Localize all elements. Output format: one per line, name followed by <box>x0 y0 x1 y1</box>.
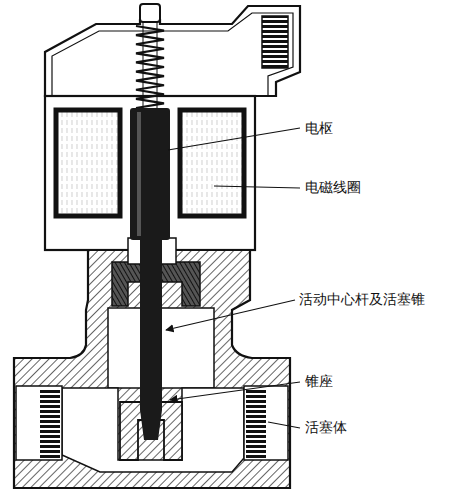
armature-highlight <box>137 112 141 236</box>
armature <box>130 108 170 240</box>
spring-guide <box>143 22 157 110</box>
connector-port <box>262 16 288 68</box>
center-stem-and-piston-cone <box>140 240 162 440</box>
part-label: 锥座 <box>304 373 334 390</box>
leader-line <box>268 422 300 428</box>
spring-coil <box>136 26 164 108</box>
part-label: 电磁线圈 <box>304 179 362 196</box>
coil-left <box>56 110 120 216</box>
leader-line <box>170 382 300 400</box>
coil-right <box>180 110 244 216</box>
cap-knob <box>140 4 160 22</box>
part-label: 电枢 <box>304 120 334 137</box>
leader-line <box>168 128 300 150</box>
leader-line <box>214 186 300 188</box>
right-port <box>244 386 288 460</box>
top-cover-inner <box>52 13 293 96</box>
part-label: 活塞体 <box>304 419 348 436</box>
leader-line <box>166 300 295 330</box>
left-port-thread <box>40 388 60 458</box>
right-port-thread <box>246 388 266 458</box>
left-port <box>16 386 62 460</box>
top-cover <box>45 6 300 96</box>
coil-housing <box>45 96 255 250</box>
part-label: 活动中心杆及活塞锥 <box>298 291 426 308</box>
spring <box>136 22 164 110</box>
